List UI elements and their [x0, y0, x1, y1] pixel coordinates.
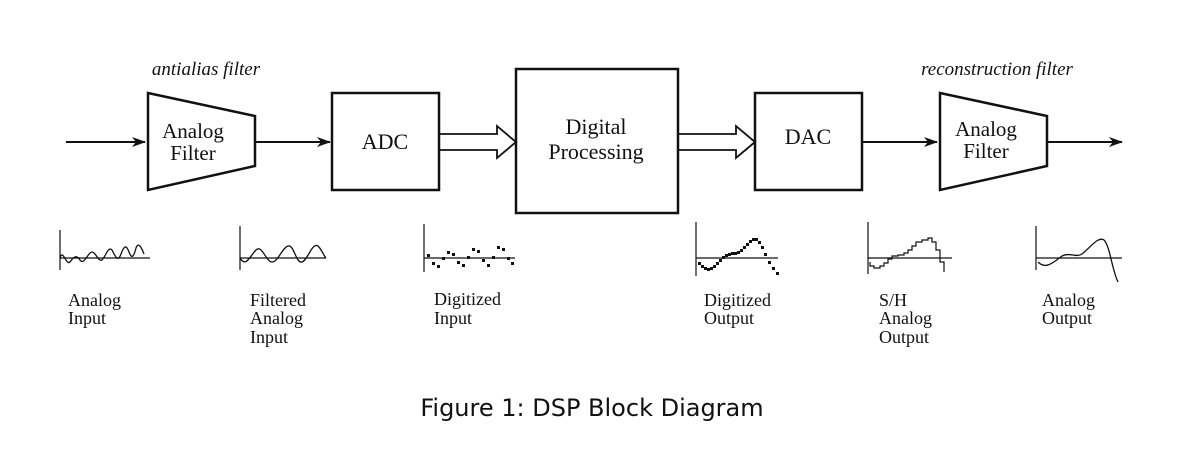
svg-text:Output: Output: [1042, 308, 1092, 328]
digital-processing-text-line2: Processing: [548, 139, 643, 164]
sh-analog-output-waveform: [867, 222, 952, 274]
analog-input-waveform: [59, 230, 150, 270]
antialias-filter-text-line1: Analog: [162, 119, 224, 143]
digitized-input-label: Digitized Input: [434, 289, 501, 328]
filtered-analog-input-waveform: [239, 226, 327, 270]
svg-text:Digitized: Digitized: [704, 290, 771, 310]
analog-input-label: Analog Input: [68, 290, 121, 328]
reconstruction-analog-filter-block: [938, 91, 1049, 192]
processing-to-dac-digital-arrow: [678, 124, 757, 160]
antialias-filter-label: antialias filter: [152, 59, 261, 80]
svg-text:Analog: Analog: [879, 308, 932, 328]
svg-text:Analog: Analog: [1042, 290, 1095, 310]
svg-text:Output: Output: [704, 308, 754, 328]
antialias-analog-filter-block: [146, 91, 257, 192]
digitized-input-waveform: [423, 224, 515, 272]
reconstruction-filter-text-line2: Filter: [963, 139, 1009, 163]
svg-text:S/H: S/H: [879, 290, 907, 310]
svg-text:Output: Output: [879, 327, 929, 347]
antialias-filter-text-line2: Filter: [170, 141, 216, 165]
filtered-analog-input-label: Filtered Analog Input: [250, 290, 306, 347]
digitized-output-waveform: [695, 222, 779, 276]
svg-text:Digitized: Digitized: [434, 289, 501, 309]
reconstruction-filter-label: reconstruction filter: [921, 59, 1073, 80]
svg-text:Analog: Analog: [68, 290, 121, 310]
svg-text:Filtered: Filtered: [250, 290, 306, 310]
adc-block: [330, 91, 441, 192]
adc-label: ADC: [362, 129, 408, 154]
svg-text:Input: Input: [68, 308, 106, 328]
sh-analog-output-label: S/H Analog Output: [879, 290, 932, 347]
dac-label: DAC: [785, 124, 831, 149]
svg-text:Input: Input: [434, 308, 472, 328]
analog-output-label: Analog Output: [1042, 290, 1095, 328]
digital-processing-text-line1: Digital: [565, 114, 626, 139]
adc-to-processing-digital-arrow: [439, 124, 518, 160]
svg-text:Analog: Analog: [250, 308, 303, 328]
digitized-output-label: Digitized Output: [704, 290, 771, 328]
figure-caption: Figure 1: DSP Block Diagram: [420, 394, 763, 422]
analog-output-waveform: [1035, 226, 1122, 283]
digital-processing-block: [514, 67, 680, 215]
svg-text:Input: Input: [250, 327, 288, 347]
reconstruction-filter-text-line1: Analog: [955, 117, 1017, 141]
